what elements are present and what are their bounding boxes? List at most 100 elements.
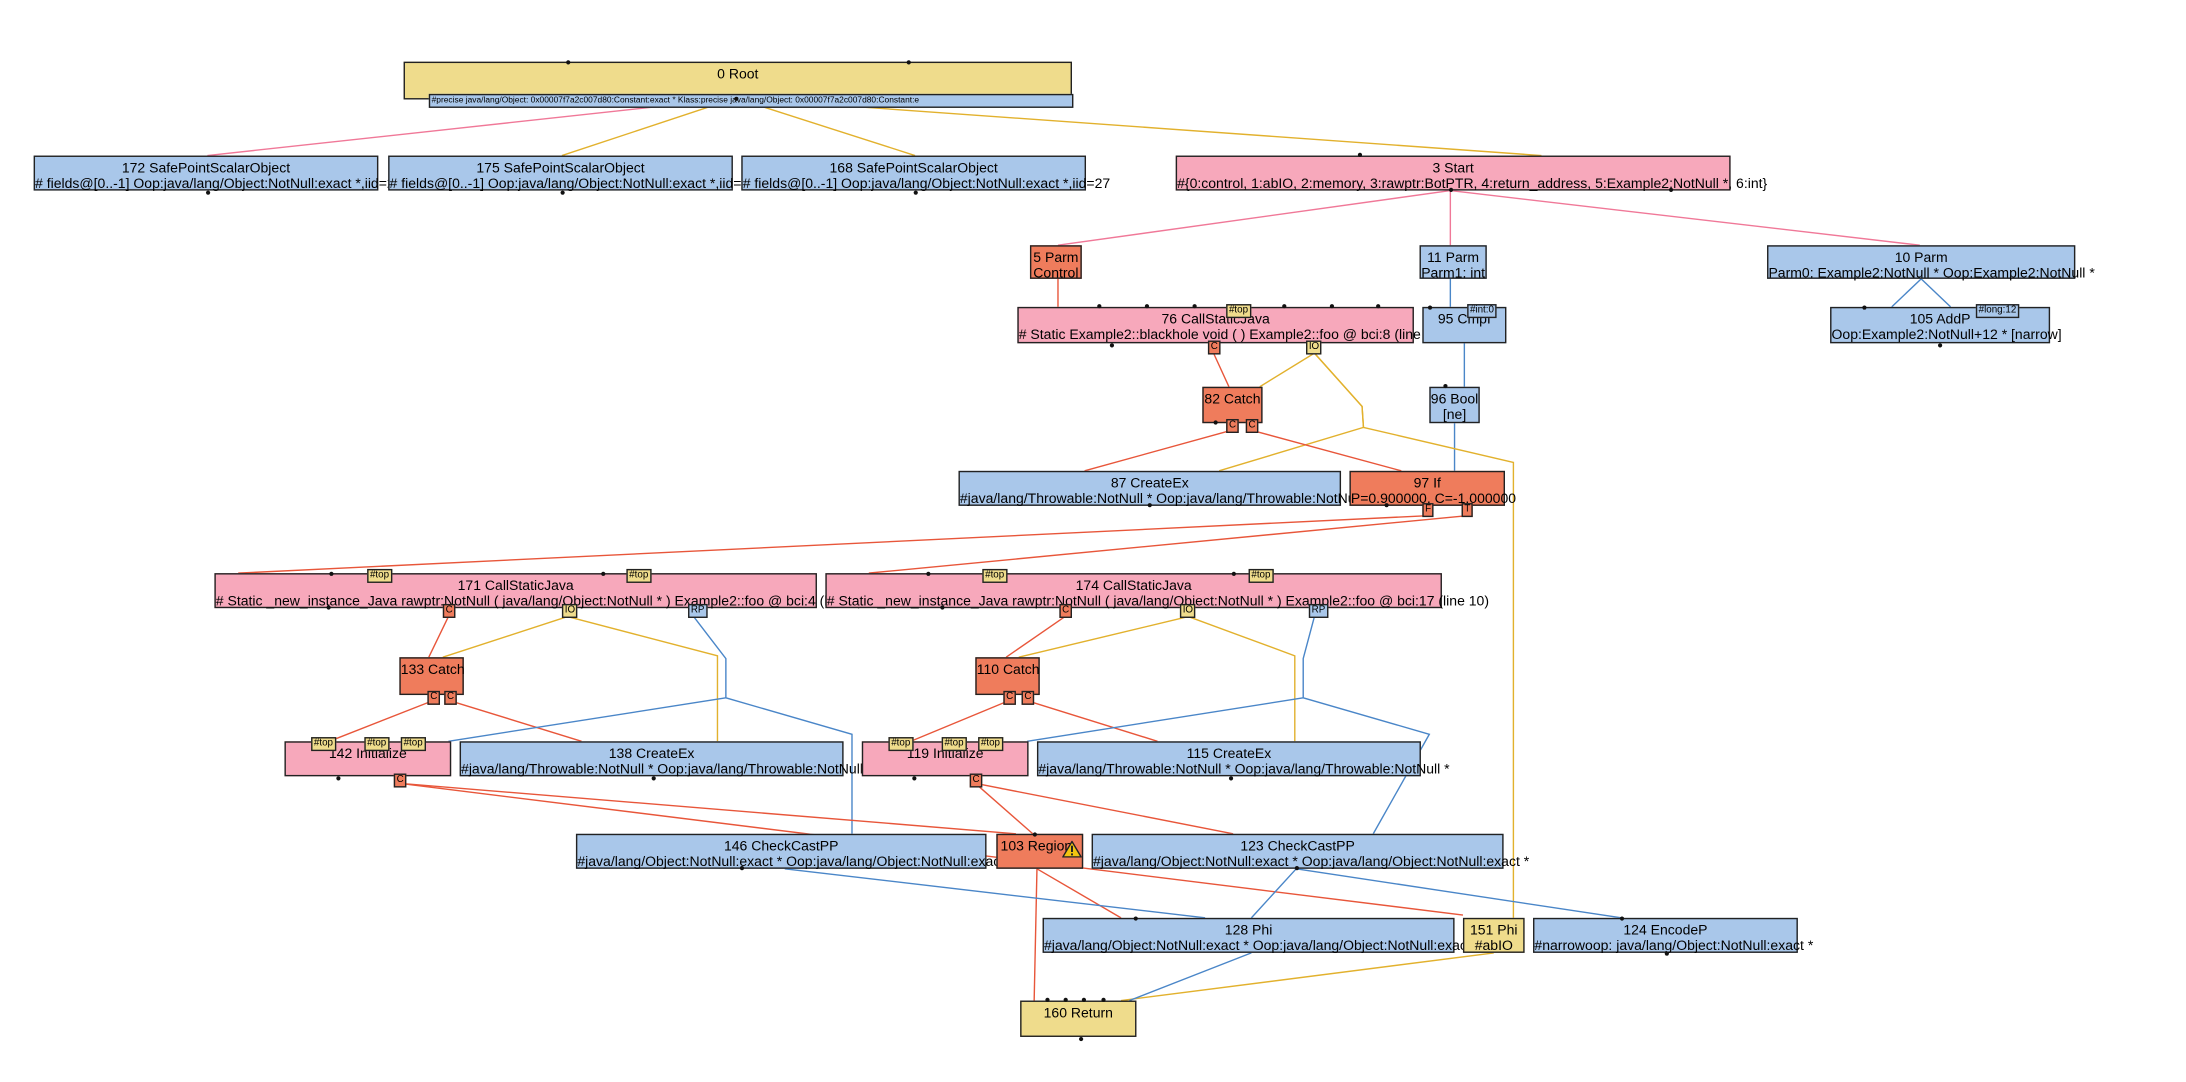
edge-io-44 — [1120, 952, 1494, 1002]
connection-dot — [325, 604, 331, 609]
graph-node-95[interactable]: 95 CmpI — [1422, 306, 1507, 344]
node-title: 0 Root — [717, 67, 759, 83]
node-title: 146 CheckCastPP — [723, 839, 839, 855]
graph-node-115[interactable]: 115 CreateEx#java/lang/Throwable:NotNull… — [1036, 741, 1450, 778]
graph-node-96[interactable]: 96 Bool[ne] — [1429, 386, 1480, 424]
graph-node-168[interactable]: 168 SafePointScalarObject# fields@[0..-1… — [741, 155, 1111, 192]
edge-control-40 — [1036, 868, 1122, 919]
node-title: 151 Phi — [1470, 923, 1518, 939]
connection-dot — [565, 59, 570, 64]
connection-dot — [1100, 997, 1105, 1002]
edge-io-30 — [1188, 615, 1296, 742]
connection-dot — [1032, 831, 1037, 836]
edge-control-38 — [975, 782, 1234, 835]
edge-control-17 — [1084, 429, 1232, 472]
node-subtitle: # fields@[0..-1] Oop:java/lang/Object:No… — [742, 176, 1111, 192]
node-title: 172 SafePointScalarObject — [121, 161, 291, 177]
node-title: 82 Catch — [1204, 392, 1261, 408]
node-title: 168 SafePointScalarObject — [829, 161, 998, 177]
port-label-142c: #top — [400, 737, 426, 752]
node-title: 87 CreateEx — [1110, 476, 1189, 492]
edge-data-45 — [1129, 952, 1252, 1002]
node-title: 174 CallStaticJava — [1075, 578, 1192, 595]
connection-dot — [1109, 342, 1114, 347]
port-label-171e: RP — [688, 603, 708, 618]
node-title: 105 AddP — [1909, 312, 1971, 328]
connection-dot — [1081, 997, 1086, 1002]
connection-dot — [1427, 304, 1432, 309]
graph-node-160[interactable]: 160 Return — [1020, 1000, 1137, 1037]
connection-dot — [739, 865, 744, 870]
node-title: 97 If — [1413, 476, 1441, 492]
port-label-142a: #top — [311, 737, 336, 752]
connection-dot — [1062, 997, 1068, 1002]
connection-dot — [328, 571, 333, 576]
node-title: 123 CheckCastPP — [1240, 839, 1355, 855]
connection-dot — [1668, 187, 1673, 192]
port-label-76c: IO — [1306, 340, 1322, 355]
graph-node-151[interactable]: 151 Phi#abIO — [1462, 917, 1525, 954]
connection-dot — [1096, 303, 1101, 308]
graph-node-133[interactable]: 133 Catch — [399, 657, 465, 696]
graph-node-82[interactable]: 82 Catch — [1202, 386, 1263, 424]
port-label-97a: F — [1422, 503, 1434, 518]
node-title: 110 Catch — [976, 662, 1040, 679]
graph-node-146[interactable]: 146 CheckCastPP#java/lang/Object:NotNull… — [575, 833, 1014, 870]
graph-node-123[interactable]: 123 CheckCastPP#java/lang/Object:NotNull… — [1091, 833, 1529, 870]
graph-node-128[interactable]: 128 Phi#java/lang/Object:NotNull:exact *… — [1042, 917, 1480, 954]
graph-node-138[interactable]: 138 CreateEx#java/lang/Throwable:NotNull… — [459, 741, 873, 778]
warning-icon — [1062, 840, 1082, 858]
node-subtitle: Control — [1033, 266, 1079, 282]
edge-control-35 — [399, 782, 1016, 835]
edge-data-34 — [1027, 697, 1304, 742]
graph-node-171[interactable]: 171 CallStaticJava# Static _new_instance… — [214, 573, 862, 610]
node-subtitle: Parm1: int — [1421, 266, 1486, 282]
node-subtitle: [ne] — [1442, 407, 1467, 424]
graph-node-175[interactable]: 175 SafePointScalarObject# fields@[0..-1… — [388, 155, 757, 192]
node-title: 124 EncodeP — [1623, 923, 1708, 939]
node-subtitle: #java/lang/Throwable:NotNull * Oop:java/… — [461, 762, 873, 778]
connection-dot — [1231, 571, 1236, 576]
port-label-110a: C — [1003, 690, 1017, 705]
graph-node-124[interactable]: 124 EncodeP#narrowoop: java/lang/Object:… — [1533, 917, 1813, 954]
connection-dot — [1383, 502, 1388, 507]
graph-node-3[interactable]: 3 Start#{0:control, 1:abIO, 2:memory, 3:… — [1175, 155, 1767, 192]
connection-dot — [905, 59, 911, 64]
connection-dot — [1937, 342, 1942, 347]
graph-node-76[interactable]: 76 CallStaticJava# Static Example2::blac… — [1017, 306, 1437, 344]
connection-dot — [1329, 303, 1334, 308]
connection-dot — [1281, 303, 1286, 308]
node-title: 133 Catch — [400, 662, 465, 679]
port-label-119b: #top — [941, 737, 967, 752]
connection-dot — [1144, 303, 1149, 308]
port-label-171c: C — [442, 603, 456, 618]
graph-node-0[interactable]: 0 Root — [403, 61, 1072, 100]
node-title: 96 Bool — [1430, 392, 1479, 408]
edge-control-25 — [329, 699, 434, 742]
graph-node-103[interactable]: 103 Region — [996, 833, 1084, 869]
node-subtitle: P=0.900000, C=-1.000000 — [1350, 491, 1517, 508]
edge-io-14 — [1259, 352, 1315, 388]
graph-node-172[interactable]: 172 SafePointScalarObject# fields@[0..-1… — [33, 155, 403, 192]
port-label-133b: C — [444, 690, 457, 705]
connection-dot — [1212, 419, 1218, 424]
edge-control-13 — [1212, 352, 1230, 388]
edge-control-33 — [1026, 699, 1158, 742]
graph-node-87[interactable]: 87 CreateEx#java/lang/Throwable:NotNull … — [958, 470, 1371, 507]
port-label-142b: #top — [364, 737, 390, 752]
edge-start-6 — [1450, 189, 1920, 246]
connection-dot — [335, 775, 340, 780]
edge-control-26 — [449, 699, 582, 742]
node-title: 160 Return — [1043, 1006, 1113, 1022]
port-label-174e: RP — [1308, 603, 1329, 618]
node-title: 175 SafePointScalarObject — [476, 161, 645, 177]
port-label-171b: #top — [626, 568, 652, 583]
graph-node-174[interactable]: 174 CallStaticJava# Static _new_instance… — [825, 573, 1489, 610]
connection-dot — [1357, 152, 1362, 157]
graph-node-110[interactable]: 110 Catch — [975, 657, 1040, 696]
node-title: 3 Start — [1432, 161, 1474, 177]
